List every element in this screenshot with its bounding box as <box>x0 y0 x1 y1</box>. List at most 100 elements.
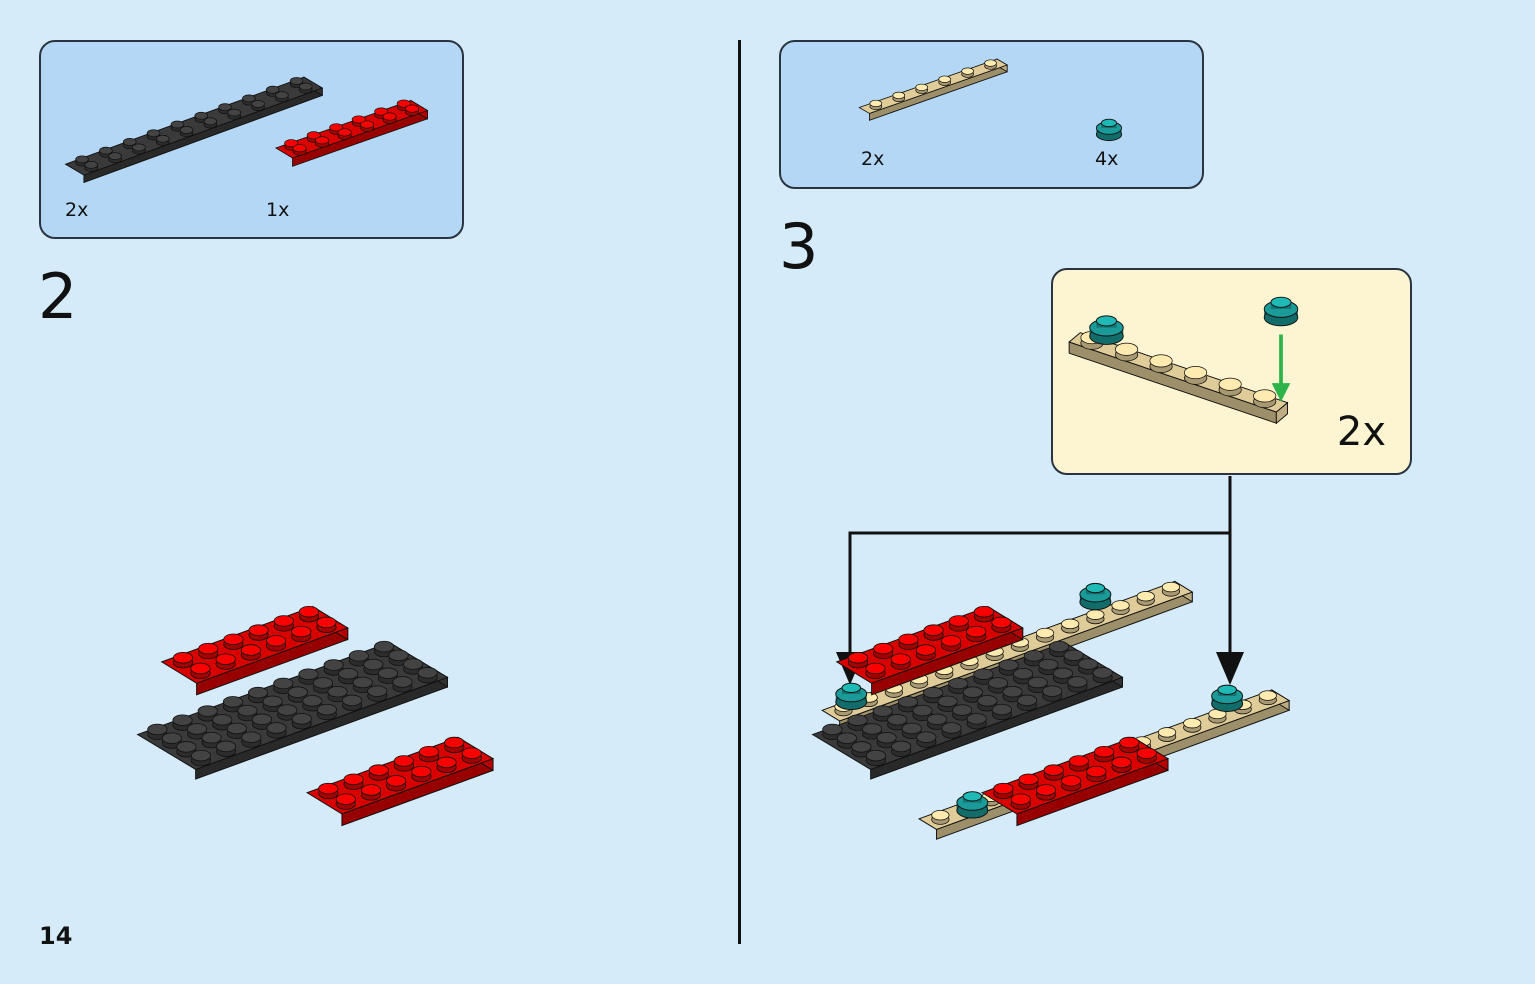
parts-list-step-2: 2x 1x <box>39 40 464 239</box>
red-plate-back-stud <box>966 625 987 643</box>
dark-grey-plate-stud <box>155 134 170 146</box>
red-plate-back-stud <box>240 644 261 661</box>
tan-plate-1x6-part <box>858 58 1009 121</box>
step-2-assembly-illustration <box>136 605 495 827</box>
tan-plate-sub-stud <box>1218 377 1242 397</box>
teal-round-plate-4 <box>956 791 989 819</box>
tan-plate-sub-stud <box>1253 389 1277 409</box>
tan-plate-back-stud <box>985 646 1004 662</box>
red-plate-front-stud <box>1010 793 1031 810</box>
tan-plate-back-stud <box>1136 591 1155 606</box>
dark-grey-plates-stud <box>1042 685 1063 702</box>
red-plate-stud <box>374 107 389 119</box>
tan-plate-stud <box>869 99 883 111</box>
red-plate-back-stud <box>223 633 244 650</box>
dark-grey-plates-stud <box>891 740 912 757</box>
dark-grey-plates-stud <box>1017 694 1038 711</box>
red-plate-front-stud <box>368 764 389 781</box>
dark-grey-plates-stud <box>342 694 363 711</box>
red-plate-back-stud <box>898 633 919 650</box>
red-plate-front-stud <box>360 784 382 801</box>
tan-plate-back-stud <box>1161 581 1181 597</box>
red-plate-back-stud <box>198 642 219 660</box>
dark-grey-plates-stud <box>363 658 384 676</box>
tan-plate-back-stud <box>909 673 929 689</box>
step-number-2: 2 <box>38 260 78 333</box>
tan-plate-stud <box>938 75 951 86</box>
red-plate-back-stud <box>265 635 287 652</box>
red-plate-stud <box>337 128 352 140</box>
red-plate-back-stud <box>248 624 269 641</box>
red-plate-front-stud <box>1094 746 1115 763</box>
dark-grey-plates-stud <box>291 713 312 730</box>
red-plate-back-stud <box>316 616 337 633</box>
red-plate-front <box>980 736 1170 827</box>
red-plate-back-stud <box>991 616 1012 633</box>
dark-grey-plates-stud <box>222 696 243 713</box>
tan-plate-front-stud <box>1258 690 1277 706</box>
teal-round-plate-2 <box>1079 582 1112 611</box>
dark-grey-plates-stud <box>338 668 359 685</box>
dark-grey-plates-stud <box>367 685 388 702</box>
red-plate-back-stud <box>172 652 194 669</box>
tan-plate-stud <box>892 91 906 102</box>
red-plate-stud <box>360 120 375 132</box>
subassembly-qty: 2x <box>1336 409 1386 455</box>
red-plate-front-stud <box>393 755 414 772</box>
red-plate-front-stud <box>419 746 440 763</box>
parts-list-step-3: 2x 4x <box>779 40 1204 189</box>
dark-grey-plates <box>811 640 1124 780</box>
red-plate-back-stud <box>865 662 886 679</box>
step-3-assembly-illustration <box>811 580 1291 840</box>
teal-round-plate-part <box>1095 118 1123 142</box>
dark-grey-plate-stud <box>84 160 99 172</box>
tan-plate-back-stud <box>1086 609 1105 625</box>
red-plate-front-stud <box>1035 784 1057 801</box>
teal-round-plate-sub-placed <box>1089 315 1124 345</box>
red-plate-back-stud <box>940 635 962 652</box>
red-plate-back-stud <box>973 606 995 623</box>
red-plate-back-stud <box>291 625 312 643</box>
qty-dark-grey-plate: 2x <box>65 199 89 221</box>
dark-grey-plates-stud <box>266 722 287 739</box>
red-plate-back <box>835 605 1024 696</box>
dark-grey-plates-stud <box>316 703 337 721</box>
tan-plate-back-stud <box>935 664 954 680</box>
teal-round-plate-sub-incoming <box>1263 296 1299 327</box>
tan-plate-front-stud <box>1208 708 1227 724</box>
step-number-3: 3 <box>779 210 819 283</box>
dark-grey-plate <box>64 76 324 184</box>
red-plate-front-stud <box>1018 773 1039 790</box>
red-plate-stud <box>382 112 397 124</box>
dark-grey-plates-stud <box>941 722 962 739</box>
red-plate-back-stud <box>890 653 911 670</box>
red-plate-front-stud <box>386 775 407 792</box>
tan-plate-front-stud <box>1183 717 1202 733</box>
red-plate-front-stud <box>993 782 1014 800</box>
tan-plate-front-stud <box>931 809 950 825</box>
page-number: 14 <box>39 922 73 950</box>
tan-plate <box>858 58 1009 121</box>
dark-grey-plates-stud <box>1078 658 1099 675</box>
dark-grey-plates-stud <box>991 703 1012 721</box>
dark-grey-plates-stud <box>216 740 237 757</box>
tan-plate-sub-stud <box>1184 366 1208 385</box>
dark-grey-plates-stud <box>241 731 262 748</box>
tan-plate-stud <box>915 83 929 94</box>
red-plate-back-stud <box>923 624 944 641</box>
green-down-arrow-icon <box>1271 334 1291 402</box>
dark-grey-plates-stud <box>836 732 857 749</box>
tan-plate-sub-stud <box>1114 342 1139 362</box>
red-plate-back-stud <box>847 652 869 669</box>
red-plate-front-stud <box>1068 755 1089 772</box>
dark-grey-plates-stud <box>417 667 438 684</box>
teal-round-plate-3 <box>1211 684 1244 712</box>
dark-grey-plates-stud <box>912 704 933 722</box>
dark-grey-plates <box>136 640 449 780</box>
red-plate-back-stud <box>215 653 236 670</box>
red-plate-front-stud <box>318 782 339 800</box>
dark-grey-plates-stud <box>1002 685 1023 703</box>
subassembly-callout: 2x <box>1051 268 1412 475</box>
red-plate-front <box>305 736 495 827</box>
red-plate-front-stud <box>1111 756 1132 773</box>
